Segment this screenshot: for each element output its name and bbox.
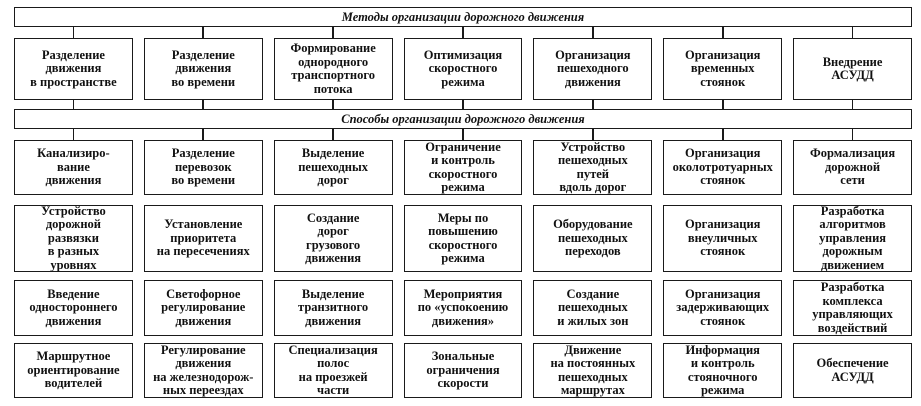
connector-line (462, 27, 464, 38)
way-box: Организация околотротуарных стоянок (663, 140, 783, 195)
way-box: Специализация полос на проезжей части (273, 343, 393, 398)
way-box: Регулирование движения на железнодорож- … (143, 343, 263, 398)
connector-line (332, 100, 334, 109)
way-box: Формализация дорожной сети (793, 140, 912, 195)
way-box: Меры по повышению скоростного режима (403, 205, 523, 272)
connector-line (202, 129, 205, 140)
connector-line (592, 27, 594, 38)
way-box: Организация внеуличных стоянок (663, 205, 783, 272)
way-box: Маршрутное ориентирование водителей (14, 343, 133, 398)
method-box: Оптимизация скоростного режима (403, 38, 523, 100)
connector-line (462, 100, 464, 109)
way-box: Создание пешеходных и жилых зон (533, 280, 653, 336)
way-box: Устройство пешеходных путей вдоль дорог (533, 140, 653, 195)
connector-line (721, 27, 724, 38)
connector-line (851, 129, 854, 140)
connector-line (72, 100, 75, 109)
way-box: Разработка алгоритмов управления дорожны… (793, 204, 912, 272)
way-box: Организация задерживающих стоянок (663, 280, 783, 336)
connector-line (72, 27, 75, 38)
ways-header: Способы организации дорожного движения (14, 109, 912, 129)
method-box: Организация временных стоянок (663, 38, 783, 100)
way-box: Оборудование пешеходных переходов (533, 205, 653, 272)
way-box: Разделение перевозок во времени (143, 140, 263, 195)
connector-line (721, 100, 724, 109)
way-box: Канализиро- вание движения (14, 140, 133, 195)
way-box: Движение на постоянных пешеходных маршру… (533, 343, 653, 398)
connector-line (332, 27, 334, 38)
connector-line (202, 100, 205, 109)
way-box: Создание дорог грузового движения (273, 205, 393, 272)
way-box: Выделение транзитного движения (273, 280, 393, 336)
way-box: Введение одностороннего движения (14, 280, 133, 336)
connector-line (851, 27, 854, 38)
connector-line (721, 129, 724, 140)
connector-line (72, 129, 75, 140)
connector-line (851, 100, 854, 109)
way-box: Выделение пешеходных дорог (273, 140, 393, 195)
method-box: Внедрение АСУДД (793, 38, 912, 100)
way-box: Ограничение и контроль скоростного режим… (403, 140, 523, 195)
connector-line (592, 100, 594, 109)
way-box: Установление приоритета на пересечениях (143, 205, 263, 272)
way-box: Разработка комплекса управляющих воздейс… (793, 280, 912, 336)
connector-line (332, 129, 334, 140)
method-box: Разделение движения в пространстве (14, 38, 133, 100)
methods-header: Методы организации дорожного движения (14, 7, 912, 27)
method-box: Организация пешеходного движения (533, 38, 653, 100)
connector-line (202, 27, 205, 38)
way-box: Зональные ограничения скорости (403, 343, 523, 398)
way-box: Устройство дорожной развязки в разных ур… (14, 204, 133, 272)
connector-line (462, 129, 464, 140)
method-box: Формирование однородного транспортного п… (273, 38, 393, 100)
way-box: Обеспечение АСУДД (793, 343, 912, 398)
method-box: Разделение движения во времени (143, 38, 263, 100)
way-box: Информация и контроль стояночного режима (663, 343, 783, 398)
connector-line (592, 129, 594, 140)
way-box: Светофорное регулирование движения (143, 280, 263, 336)
way-box: Мероприятия по «успокоению движения» (403, 280, 523, 336)
